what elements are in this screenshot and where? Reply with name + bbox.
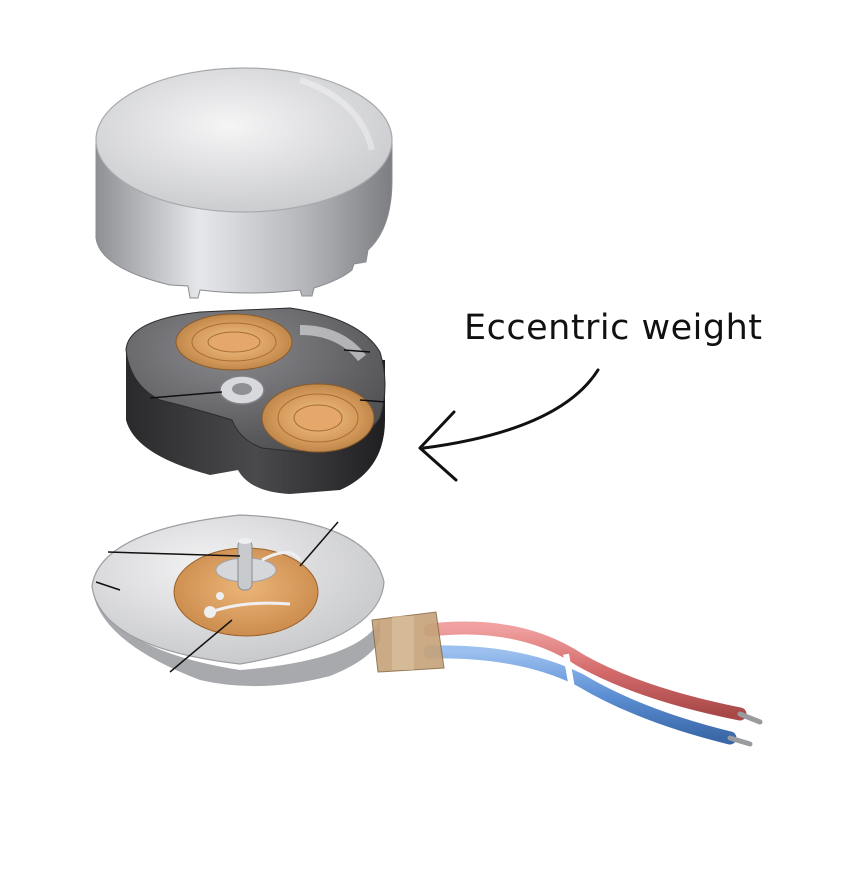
annotation-arrow — [418, 368, 600, 482]
eccentric-weight-label: Eccentric weight — [464, 308, 763, 348]
lead-wires — [371, 611, 763, 747]
cover-cap — [95, 67, 393, 299]
rotor-with-coils — [125, 307, 386, 494]
base-plate — [91, 514, 385, 687]
